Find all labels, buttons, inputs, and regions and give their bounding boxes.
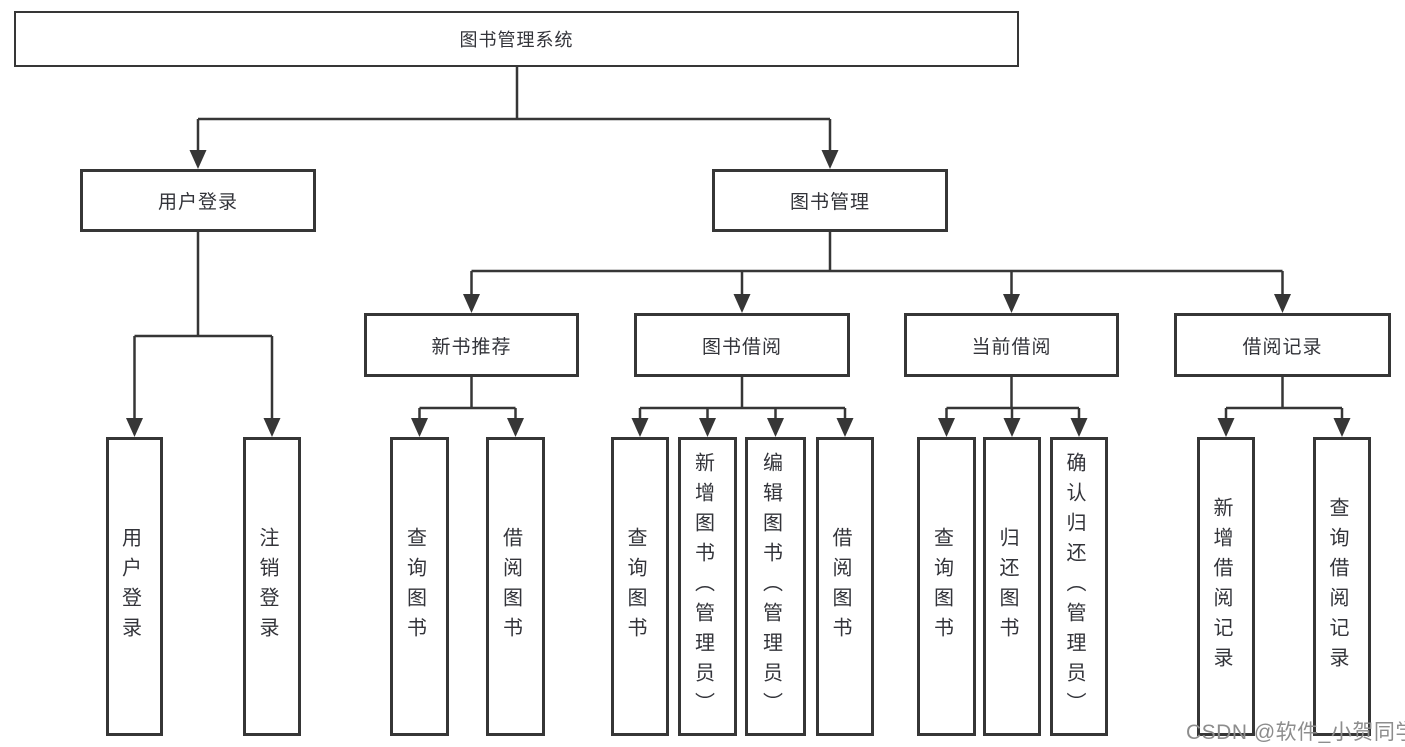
connector-book-borrow-children [631, 377, 854, 437]
arrowhead-icon [1070, 418, 1088, 437]
node-label: 借阅图书 [499, 526, 522, 647]
arrowhead-icon [1217, 418, 1235, 437]
node-current-borrow: 当前借阅 [904, 313, 1119, 377]
node-root-library-system: 图书管理系统 [14, 11, 1019, 67]
node-label: 新增图书（管理员） [691, 451, 714, 722]
leaf-user-login: 用户登录 [106, 437, 163, 736]
leaf-query-books-2: 查询图书 [611, 437, 669, 736]
arrowhead-icon [821, 150, 839, 169]
connector-user-login-children [126, 232, 281, 437]
arrowhead-icon [507, 418, 524, 437]
arrowhead-icon [631, 418, 649, 437]
leaf-logout: 注销登录 [243, 437, 301, 736]
node-label: 查询图书 [930, 526, 953, 647]
arrowhead-icon [1003, 294, 1020, 313]
arrowhead-icon [411, 418, 428, 437]
arrowhead-icon [1333, 418, 1351, 437]
leaf-add-borrow-record: 新增借阅记录 [1197, 437, 1255, 736]
node-label: 新书推荐 [431, 336, 512, 358]
arrowhead-icon [189, 150, 207, 169]
csdn-watermark: CSDN @软件_小贺同学 [1186, 721, 1405, 744]
connector-current-borrow-children [938, 377, 1088, 437]
connector-root-to-branches [189, 67, 839, 169]
node-label: 用户登录 [118, 526, 141, 647]
node-label: 借阅记录 [1242, 336, 1323, 358]
leaf-edit-books-admin: 编辑图书（管理员） [745, 437, 806, 736]
arrowhead-icon [263, 418, 281, 437]
leaf-borrow-books-2: 借阅图书 [816, 437, 874, 736]
node-borrow-record: 借阅记录 [1174, 313, 1391, 377]
leaf-return-books: 归还图书 [983, 437, 1041, 736]
arrowhead-icon [1003, 418, 1021, 437]
leaf-borrow-books-1: 借阅图书 [486, 437, 545, 736]
node-book-management: 图书管理 [712, 169, 948, 232]
leaf-query-borrow-record: 查询借阅记录 [1313, 437, 1371, 736]
arrowhead-icon [733, 294, 751, 313]
connector-book-management-modules [463, 232, 1291, 313]
arrowhead-icon [126, 418, 143, 437]
arrowhead-icon [836, 418, 854, 437]
node-label: 归还图书 [996, 526, 1018, 647]
node-label: 查询借阅记录 [1326, 496, 1348, 677]
node-user-login: 用户登录 [80, 169, 316, 232]
node-label: 当前借阅 [971, 336, 1052, 358]
arrowhead-icon [463, 294, 480, 313]
node-book-borrow: 图书借阅 [634, 313, 850, 377]
leaf-query-books-3: 查询图书 [917, 437, 976, 736]
arrowhead-icon [767, 418, 784, 437]
connector-borrow-record-children [1217, 377, 1351, 437]
connector-new-book-children [411, 377, 524, 437]
node-label: 查询图书 [624, 526, 646, 647]
node-new-book-recommend: 新书推荐 [364, 313, 579, 377]
node-label: 图书管理系统 [459, 30, 574, 50]
node-label: 确认归还（管理员） [1063, 451, 1085, 722]
node-label: 新增借阅记录 [1210, 496, 1232, 677]
arrowhead-icon [699, 418, 716, 437]
node-label: 编辑图书（管理员） [759, 451, 782, 722]
node-label: 查询图书 [403, 526, 426, 647]
arrowhead-icon [1274, 294, 1291, 313]
node-label: 图书管理 [789, 192, 870, 213]
node-label: 用户登录 [157, 192, 238, 213]
node-label: 借阅图书 [829, 526, 851, 647]
leaf-query-books-1: 查询图书 [390, 437, 449, 736]
leaf-add-books-admin: 新增图书（管理员） [678, 437, 737, 736]
leaf-confirm-return-admin: 确认归还（管理员） [1050, 437, 1108, 736]
node-label: 图书借阅 [701, 336, 782, 358]
arrowhead-icon [938, 418, 955, 437]
node-label: 注销登录 [256, 526, 278, 647]
